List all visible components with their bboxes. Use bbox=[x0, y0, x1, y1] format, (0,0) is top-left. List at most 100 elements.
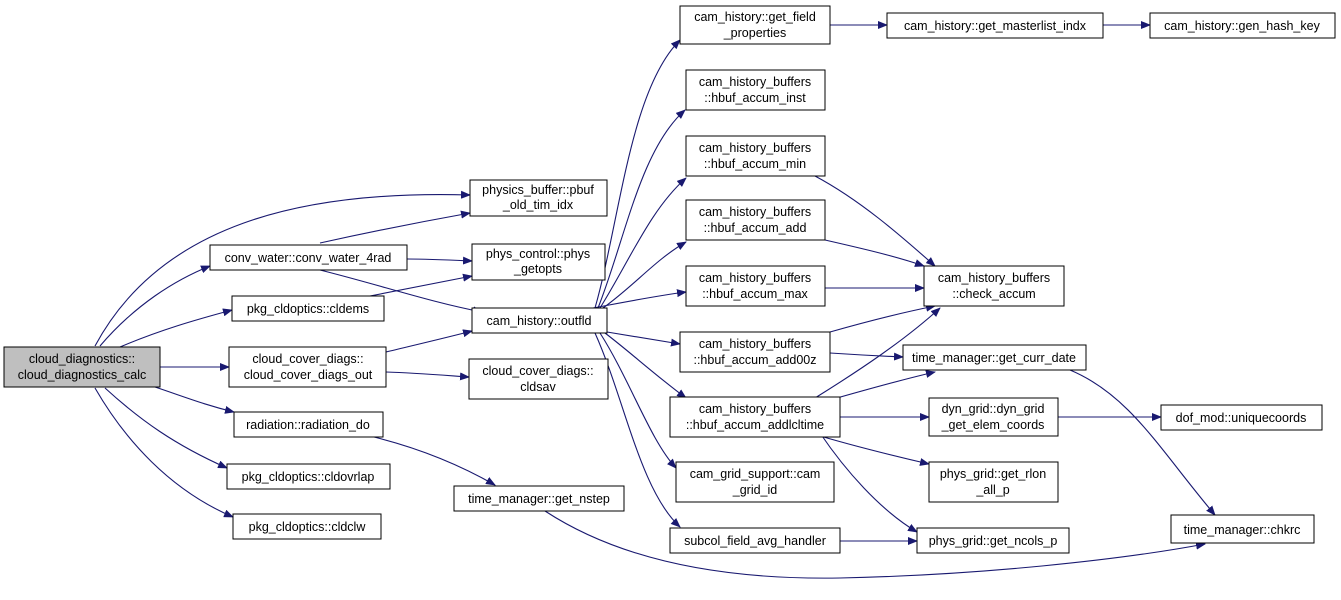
edge-hbuf-add00z-to-check-accum bbox=[829, 303, 936, 333]
node-label: pkg_cldoptics::cldclw bbox=[249, 520, 367, 534]
edge-root-to-conv-water bbox=[99, 265, 211, 347]
node-label-line2: ::hbuf_accum_addlcltime bbox=[686, 418, 824, 432]
node-label: time_manager::get_nstep bbox=[468, 492, 610, 506]
node-label-line1: cloud_cover_diags:: bbox=[252, 352, 363, 366]
edge-cover-out-to-outfld bbox=[385, 329, 473, 353]
node-label: cam_history::outfld bbox=[487, 314, 592, 328]
node-label-line1: phys_grid::get_rlon bbox=[940, 467, 1046, 481]
node-label: cam_history::gen_hash_key bbox=[1164, 19, 1320, 33]
node-chkrc[interactable]: time_manager::chkrc bbox=[1170, 514, 1315, 544]
node-get-nstep[interactable]: time_manager::get_nstep bbox=[453, 485, 625, 512]
node-get-curr-date[interactable]: time_manager::get_curr_date bbox=[902, 344, 1087, 371]
node-cloud-cover-diags-out[interactable]: cloud_cover_diags:: cloud_cover_diags_ou… bbox=[228, 346, 387, 388]
node-cldsav[interactable]: cloud_cover_diags:: cldsav bbox=[468, 358, 609, 400]
edge-root-to-radiation-do bbox=[154, 386, 235, 414]
node-label-line1: cam_history_buffers bbox=[699, 75, 811, 89]
node-hbuf-accum-add00z[interactable]: cam_history_buffers ::hbuf_accum_add00z bbox=[679, 331, 831, 373]
edge-outfld-to-hbuf-addlcl bbox=[604, 332, 687, 399]
edge-root-to-cldems bbox=[119, 308, 233, 348]
node-check-accum[interactable]: cam_history_buffers ::check_accum bbox=[923, 265, 1065, 307]
node-label-line1: cam_history_buffers bbox=[699, 271, 811, 285]
node-subcol-field-avg-handler[interactable]: subcol_field_avg_handler bbox=[669, 527, 841, 554]
edge-outfld-to-subcol bbox=[594, 332, 681, 528]
node-label-line2: ::check_accum bbox=[952, 287, 1035, 301]
node-get-ncols-p[interactable]: phys_grid::get_ncols_p bbox=[916, 527, 1070, 554]
edge-curr-date-to-chkrc bbox=[1069, 369, 1216, 516]
edge-outfld-to-cam-grid-id bbox=[599, 332, 677, 469]
node-uniquecoords[interactable]: dof_mod::uniquecoords bbox=[1160, 404, 1323, 431]
edge-radiation-do-to-get-nstep bbox=[369, 435, 496, 486]
node-label: pkg_cldoptics::cldovrlap bbox=[242, 470, 375, 484]
edge-hbuf-add00z-to-curr-date bbox=[829, 352, 904, 361]
node-label-line1: cloud_diagnostics:: bbox=[29, 352, 135, 366]
node-get-rlon-all-p[interactable]: phys_grid::get_rlon _all_p bbox=[928, 461, 1059, 503]
node-label-line1: cloud_cover_diags:: bbox=[482, 364, 593, 378]
edge-hbuf-addlcl-to-curr-date bbox=[829, 370, 936, 401]
node-cldovrlap[interactable]: pkg_cldoptics::cldovrlap bbox=[226, 463, 391, 490]
node-conv-water-4rad[interactable]: conv_water::conv_water_4rad bbox=[209, 244, 408, 271]
node-cam-grid-id[interactable]: cam_grid_support::cam _grid_id bbox=[675, 461, 835, 503]
node-get-masterlist-indx[interactable]: cam_history::get_masterlist_indx bbox=[886, 12, 1104, 39]
node-label-line2: cldsav bbox=[520, 380, 556, 394]
edge-cover-out-to-cldsav bbox=[385, 371, 470, 381]
node-hbuf-accum-max[interactable]: cam_history_buffers ::hbuf_accum_max bbox=[685, 265, 826, 307]
node-cldems[interactable]: pkg_cldoptics::cldems bbox=[231, 295, 385, 322]
node-label-line2: _all_p bbox=[975, 483, 1009, 497]
node-hbuf-accum-add[interactable]: cam_history_buffers ::hbuf_accum_add bbox=[685, 199, 826, 241]
edge-root-to-pbuf-old bbox=[94, 190, 471, 347]
node-label-line1: phys_control::phys bbox=[486, 247, 590, 261]
node-label: time_manager::get_curr_date bbox=[912, 351, 1076, 365]
node-label: phys_grid::get_ncols_p bbox=[929, 534, 1058, 548]
node-label-line2: cloud_diagnostics_calc bbox=[18, 368, 147, 382]
edge-root-to-cldovrlap bbox=[104, 387, 228, 469]
node-label-line2: ::hbuf_accum_add00z bbox=[693, 353, 816, 367]
node-label-line1: cam_history_buffers bbox=[699, 141, 811, 155]
node-label-line2: _old_tim_idx bbox=[502, 198, 574, 212]
edge-outfld-to-get-field-props bbox=[594, 39, 681, 309]
node-label-line2: _getopts bbox=[513, 262, 562, 276]
node-get-field-properties[interactable]: cam_history::get_field _properties bbox=[679, 5, 831, 45]
edge-outfld-to-hbuf-add00z bbox=[606, 331, 681, 347]
edge-hbuf-addlcl-to-get-ncols bbox=[819, 432, 918, 533]
node-cloud-diagnostics-calc[interactable]: cloud_diagnostics:: cloud_diagnostics_ca… bbox=[3, 346, 161, 388]
edge-hbuf-addlcl-to-get-rlon bbox=[809, 432, 930, 466]
node-phys-getopts[interactable]: phys_control::phys _getopts bbox=[471, 243, 606, 281]
node-label-line2: _get_elem_coords bbox=[941, 418, 1045, 432]
call-nodes: cloud_diagnostics:: cloud_diagnostics_ca… bbox=[3, 5, 1336, 554]
node-label: subcol_field_avg_handler bbox=[684, 534, 826, 548]
node-dyn-grid-get-elem-coords[interactable]: dyn_grid::dyn_grid _get_elem_coords bbox=[928, 397, 1059, 437]
edge-conv-water-to-phys-getopts bbox=[406, 256, 473, 265]
node-label-line1: cam_history_buffers bbox=[938, 271, 1050, 285]
node-label-line2: _properties bbox=[723, 26, 787, 40]
node-label-line2: ::hbuf_accum_min bbox=[704, 157, 806, 171]
node-hbuf-accum-inst[interactable]: cam_history_buffers ::hbuf_accum_inst bbox=[685, 69, 826, 111]
node-outfld[interactable]: cam_history::outfld bbox=[471, 307, 608, 334]
node-cldclw[interactable]: pkg_cldoptics::cldclw bbox=[232, 513, 382, 540]
node-hbuf-accum-min[interactable]: cam_history_buffers ::hbuf_accum_min bbox=[685, 135, 826, 177]
edge-root-to-cldclw bbox=[94, 387, 234, 518]
node-label-line1: dyn_grid::dyn_grid bbox=[942, 402, 1045, 416]
edge-conv-water-to-pbuf-old bbox=[319, 210, 471, 244]
node-label: cam_history::get_masterlist_indx bbox=[904, 19, 1087, 33]
node-label: dof_mod::uniquecoords bbox=[1176, 411, 1307, 425]
call-edges bbox=[94, 21, 1216, 579]
node-label-line2: ::hbuf_accum_max bbox=[702, 287, 808, 301]
edge-hbuf-addlcl-to-check-accum bbox=[814, 307, 941, 399]
node-label-line2: _grid_id bbox=[732, 483, 778, 497]
node-label: radiation::radiation_do bbox=[246, 418, 370, 432]
node-radiation-do[interactable]: radiation::radiation_do bbox=[233, 411, 384, 438]
edge-hbuf-min-to-check-accum bbox=[814, 175, 936, 267]
node-label: pkg_cldoptics::cldems bbox=[247, 302, 369, 316]
node-label-line1: physics_buffer::pbuf bbox=[482, 183, 594, 197]
node-label-line1: cam_history_buffers bbox=[699, 205, 811, 219]
edge-get-nstep-to-chkrc bbox=[544, 510, 1206, 579]
node-label-line1: cam_history_buffers bbox=[699, 337, 811, 351]
node-label-line1: cam_history::get_field bbox=[694, 10, 816, 24]
node-hbuf-accum-addlcltime[interactable]: cam_history_buffers ::hbuf_accum_addlclt… bbox=[669, 396, 841, 438]
node-label-line2: ::hbuf_accum_add bbox=[704, 221, 807, 235]
edge-outfld-to-hbuf-add bbox=[602, 241, 687, 309]
node-pbuf-old-tim-idx[interactable]: physics_buffer::pbuf _old_tim_idx bbox=[469, 179, 608, 217]
node-label-line1: cam_grid_support::cam bbox=[690, 467, 821, 481]
node-gen-hash-key[interactable]: cam_history::gen_hash_key bbox=[1149, 12, 1336, 39]
